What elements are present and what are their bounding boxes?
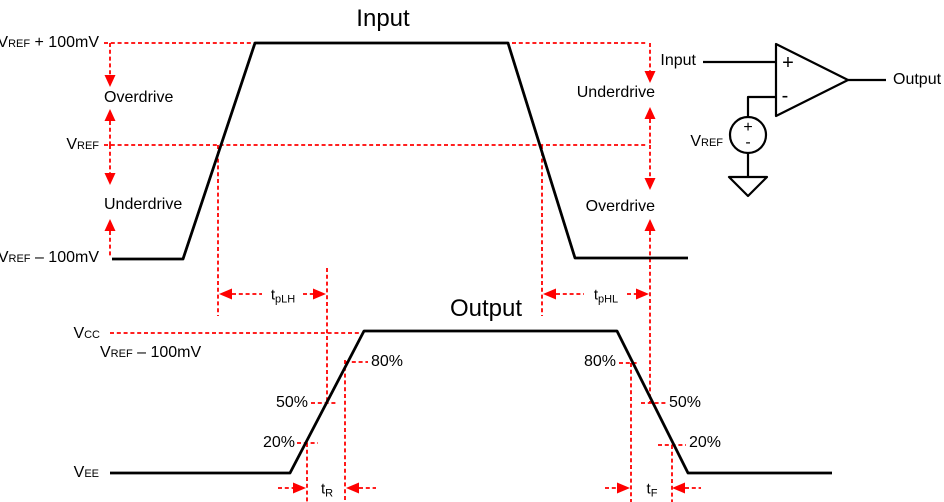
label-text: t	[593, 286, 598, 304]
label-text: V	[690, 133, 701, 150]
rise-50pct-label: 50%	[275, 394, 308, 411]
arrow-up-icon	[644, 107, 656, 119]
overdrive-left-label: Overdrive	[104, 89, 174, 106]
overdrive-right-label: Overdrive	[585, 198, 655, 215]
arrow-left-icon	[346, 482, 359, 494]
fall-50pct-label: 50%	[669, 394, 702, 411]
vref-minus-100mv-label: VREF – 100mV	[0, 250, 99, 266]
arrow-down-icon	[104, 173, 116, 185]
circuit-vref-label: VREF	[690, 134, 723, 150]
label-text: V	[73, 464, 85, 481]
label-text: V	[0, 249, 9, 266]
output-section-title: Output	[449, 295, 523, 322]
label-sub: EE	[84, 468, 99, 480]
tf-arrow	[605, 482, 701, 494]
label-text: V	[100, 344, 111, 361]
circuit-input-label: Input	[660, 52, 696, 69]
rise-80pct-label: 80%	[371, 353, 404, 370]
label-sub: REF	[8, 38, 31, 50]
label-text: t	[270, 286, 275, 304]
opamp-triangle-icon	[774, 42, 850, 118]
arrow-left-icon	[219, 288, 232, 300]
label-text: + 100mV	[30, 34, 100, 51]
vcc-label: VCC	[73, 326, 100, 342]
arrow-right-icon	[313, 288, 326, 300]
input-left-drive-arrows	[104, 43, 116, 257]
circuit-output-label: Output	[893, 71, 942, 88]
arrow-up-icon	[104, 109, 116, 121]
underdrive-right-label: Underdrive	[576, 84, 655, 101]
tplh-label: tpLH	[270, 286, 296, 306]
opamp-noninverting-plus-symbol: +	[782, 52, 794, 74]
label-text: t	[646, 480, 651, 498]
delay-reference-lines	[217, 145, 543, 403]
tphl-label: tpHL	[593, 286, 619, 306]
arrow-left-icon	[672, 482, 685, 494]
comparator-circuit	[703, 42, 886, 198]
rise-20pct-label: 20%	[262, 434, 295, 451]
label-text: V	[73, 325, 85, 342]
label-text: V	[66, 136, 77, 153]
output-waveform-trace	[110, 329, 832, 475]
source-minus-symbol: -	[745, 134, 751, 151]
arrow-right-icon	[617, 482, 630, 494]
arrow-up-icon	[644, 219, 656, 231]
arrow-down-icon	[644, 178, 656, 190]
label-sub: CC	[84, 329, 100, 341]
label-text: t	[320, 480, 326, 498]
source-plus-symbol: +	[743, 119, 753, 136]
input-reference-lines	[104, 42, 648, 146]
ground-icon	[727, 175, 769, 198]
label-sub: pHL	[597, 293, 619, 306]
tphl-arrow	[543, 288, 649, 300]
vref-plus-100mv-label: VREF + 100mV	[0, 35, 99, 51]
arrow-right-icon	[636, 288, 649, 300]
label-text: – 100mV	[132, 344, 202, 361]
label-sub: REF	[110, 348, 133, 360]
rise-fall-reference-lines	[297, 360, 686, 502]
vref-label: VREF	[66, 137, 99, 153]
tr-arrow	[278, 482, 376, 494]
inverting-input-wire	[746, 95, 776, 117]
label-text: – 100mV	[30, 249, 99, 266]
arrow-up-icon	[104, 219, 116, 231]
label-sub: pLH	[274, 293, 296, 306]
input-right-drive-arrows	[644, 43, 656, 403]
arrow-down-icon	[644, 71, 656, 83]
arrow-down-icon	[104, 75, 116, 87]
output-vref-minus-100mv-label: VREF – 100mV	[100, 345, 201, 361]
input-section-title: Input	[356, 5, 410, 32]
fall-80pct-label: 80%	[583, 353, 616, 370]
label-sub: REF	[8, 253, 31, 265]
input-waveform-trace	[112, 41, 688, 261]
label-text: V	[0, 34, 9, 51]
arrow-right-icon	[293, 482, 306, 494]
label-sub: REF	[77, 140, 99, 152]
tr-label: tR	[320, 480, 334, 500]
label-sub: R	[325, 487, 334, 500]
arrow-left-icon	[543, 288, 556, 300]
label-sub: F	[650, 487, 658, 500]
label-sub: REF	[701, 137, 723, 149]
opamp-inverting-minus-symbol: -	[781, 85, 789, 107]
underdrive-left-label: Underdrive	[104, 196, 183, 213]
vee-label: VEE	[74, 465, 99, 481]
tplh-arrow	[219, 288, 326, 300]
fall-20pct-label: 20%	[689, 434, 722, 451]
tf-label: tF	[646, 480, 658, 500]
